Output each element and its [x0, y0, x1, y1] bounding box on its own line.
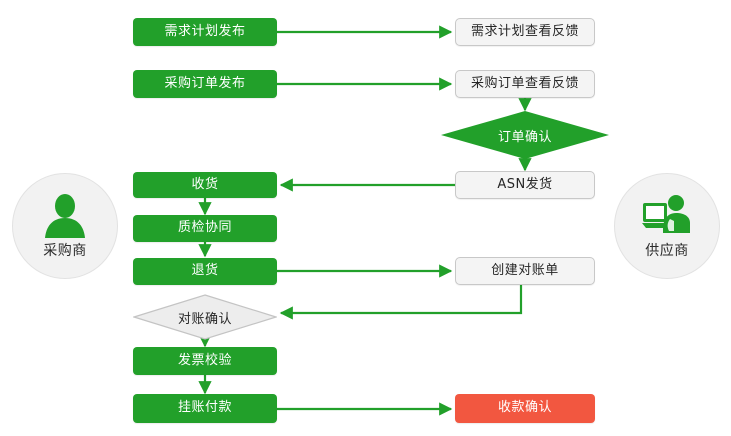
diamond-shape — [133, 294, 277, 340]
node-quality-collab[interactable]: 质检协同 — [133, 215, 277, 242]
node-return-goods[interactable]: 退货 — [133, 258, 277, 285]
node-receipt-confirm[interactable]: 收款确认 — [455, 394, 595, 423]
diamond-shape — [441, 111, 609, 159]
actor-supplier[interactable]: 供应商 — [614, 173, 720, 279]
node-po-publish[interactable]: 采购订单发布 — [133, 70, 277, 98]
node-label: 需求计划查看反馈 — [470, 23, 579, 39]
node-receive-goods[interactable]: 收货 — [133, 172, 277, 198]
node-label: 收款确认 — [497, 400, 552, 416]
node-label: 采购订单查看反馈 — [470, 75, 579, 91]
node-demand-plan-publish[interactable]: 需求计划发布 — [133, 18, 277, 46]
node-label: 对账确认 — [177, 311, 232, 327]
node-order-confirm[interactable]: 订单确认 — [441, 111, 609, 159]
actor-buyer-label: 采购商 — [43, 242, 87, 259]
actor-supplier-label: 供应商 — [645, 242, 689, 259]
node-reconcile-confirm[interactable]: 对账确认 — [133, 294, 277, 340]
node-label: 退货 — [191, 263, 219, 279]
node-label: 质检协同 — [177, 220, 232, 236]
node-label: 需求计划发布 — [164, 23, 246, 39]
node-label: 订单确认 — [497, 129, 552, 145]
node-create-statement[interactable]: 创建对账单 — [455, 257, 595, 285]
node-label: 挂账付款 — [177, 400, 232, 416]
node-label: 创建对账单 — [491, 262, 559, 278]
node-asn-shipment[interactable]: ASN发货 — [455, 171, 595, 199]
person-at-computer-icon — [642, 194, 690, 233]
node-invoice-verify[interactable]: 发票校验 — [133, 347, 277, 375]
node-payable-payment[interactable]: 挂账付款 — [133, 394, 277, 423]
node-demand-plan-feedback[interactable]: 需求计划查看反馈 — [455, 18, 595, 46]
node-label: 采购订单发布 — [164, 75, 246, 91]
actor-buyer[interactable]: 采购商 — [12, 173, 118, 279]
node-po-feedback[interactable]: 采购订单查看反馈 — [455, 70, 595, 98]
node-label: 收货 — [191, 176, 219, 192]
node-label: 发票校验 — [177, 352, 232, 368]
edge-create-statement-to-reconcile — [279, 285, 523, 320]
node-label: ASN发货 — [497, 176, 553, 192]
person-icon — [45, 193, 85, 238]
